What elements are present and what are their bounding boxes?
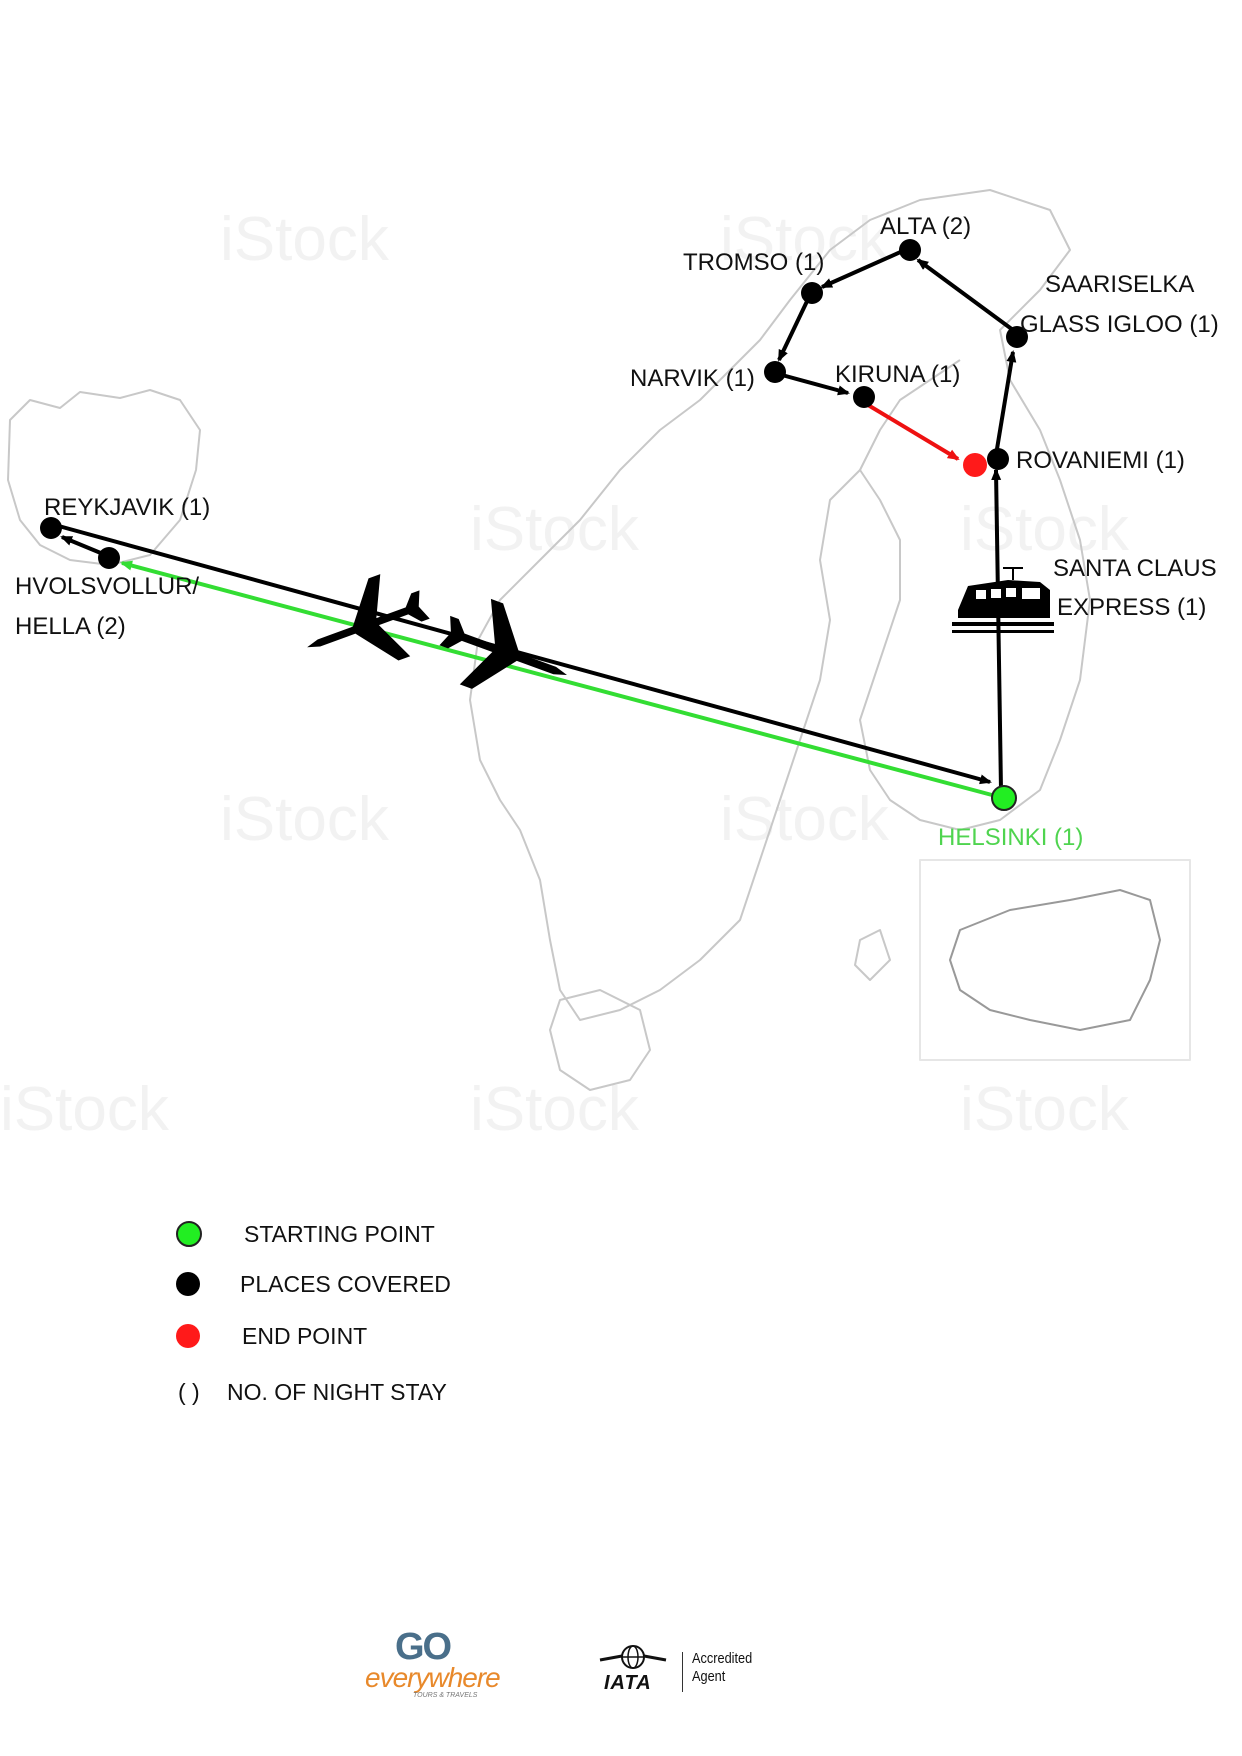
globe-icon xyxy=(599,1645,667,1669)
label-tromso: TROMSO (1) xyxy=(683,249,824,276)
legend-paren: ( ) xyxy=(178,1378,200,1405)
watermark: iStock xyxy=(720,785,890,854)
place-marker-end xyxy=(963,453,987,477)
legend-end-text: END POINT xyxy=(242,1322,368,1349)
place-marker-narvik xyxy=(764,361,786,383)
train-icon xyxy=(952,567,1054,633)
label-rovaniemi: ROVANIEMI (1) xyxy=(1016,447,1185,474)
watermark: iStock xyxy=(470,1075,640,1144)
legend-start-dot xyxy=(176,1221,202,1247)
legend-covered-dot xyxy=(176,1272,200,1296)
legend-row-start: STARTING POINT xyxy=(176,1218,435,1250)
legend-nights-text: NO. OF NIGHT STAY xyxy=(227,1378,447,1405)
label-train-2: EXPRESS (1) xyxy=(1057,594,1206,621)
label-saariselka-1: SAARISELKA xyxy=(1045,271,1194,298)
label-train-1: SANTA CLAUS xyxy=(1053,555,1217,582)
watermarks: iStock iStock iStock iStock iStock iStoc… xyxy=(0,205,1130,1144)
place-marker-kiruna xyxy=(853,386,875,408)
watermark: iStock xyxy=(470,495,640,564)
legend-row-covered: PLACES COVERED xyxy=(176,1268,451,1300)
label-alta: ALTA (2) xyxy=(880,213,971,240)
route-kiruna-end xyxy=(866,403,960,461)
footer: GO everywhere TOURS & TRAVELS IATA Accre… xyxy=(0,1626,1242,1710)
watermark: iStock xyxy=(960,1075,1130,1144)
go-logo-sub: everywhere xyxy=(365,1662,501,1693)
place-marker-rovaniemi xyxy=(987,448,1009,470)
route-tromso-narvik xyxy=(777,294,812,362)
watermark: iStock xyxy=(220,205,390,274)
go-everywhere-logo: GO everywhere TOURS & TRAVELS xyxy=(365,1626,501,1702)
place-marker-reykjavik xyxy=(40,517,62,539)
place-marker-alta xyxy=(899,239,921,261)
label-hvolsvollur-2: HELLA (2) xyxy=(15,613,126,640)
legend-covered-text: PLACES COVERED xyxy=(240,1270,451,1297)
place-marker-tromso xyxy=(801,282,823,304)
place-marker-hvolsvollur xyxy=(98,547,120,569)
route-narvik-kiruna xyxy=(781,373,850,396)
airplane-icon xyxy=(307,574,430,661)
route-flight-return xyxy=(120,560,993,797)
watermark: iStock xyxy=(960,495,1130,564)
iata-line-2: Agent xyxy=(692,1668,726,1685)
label-narvik: NARVIK (1) xyxy=(630,365,755,392)
label-saariselka-2: GLASS IGLOO (1) xyxy=(1020,311,1219,338)
route-flight-out xyxy=(54,523,992,785)
route-alta-tromso xyxy=(820,248,906,289)
legend-row-end: END POINT xyxy=(176,1320,367,1352)
legend-end-dot xyxy=(176,1324,200,1348)
iata-logo: IATA Accredited Agent xyxy=(594,1645,764,1706)
airplane-icon xyxy=(439,598,567,689)
route-saariselka-alta xyxy=(916,258,1015,332)
iata-line-1: Accredited xyxy=(692,1650,753,1667)
label-helsinki: HELSINKI (1) xyxy=(938,824,1083,851)
legend-start-text: STARTING POINT xyxy=(244,1220,435,1247)
watermark: iStock xyxy=(220,785,390,854)
watermark: iStock xyxy=(720,205,890,274)
label-hvolsvollur-1: HVOLSVOLLUR/ xyxy=(15,573,199,600)
go-logo-tiny: TOURS & TRAVELS xyxy=(413,1692,478,1699)
iata-divider xyxy=(682,1652,683,1692)
coastline xyxy=(7,189,1191,1091)
go-logo-main: GO xyxy=(395,1626,452,1668)
place-marker-saariselka xyxy=(1006,326,1028,348)
label-kiruna: KIRUNA (1) xyxy=(835,361,960,388)
watermark: iStock xyxy=(0,1075,170,1144)
label-reykjavik: REYKJAVIK (1) xyxy=(44,494,210,521)
route-rovaniemi-saariselka xyxy=(994,350,1017,456)
iata-word: IATA xyxy=(604,1672,652,1694)
place-marker-helsinki xyxy=(991,785,1017,811)
route-map: iStock iStock iStock iStock iStock iStoc… xyxy=(0,189,1219,1144)
iata-accredited: Accredited Agent xyxy=(692,1650,752,1686)
